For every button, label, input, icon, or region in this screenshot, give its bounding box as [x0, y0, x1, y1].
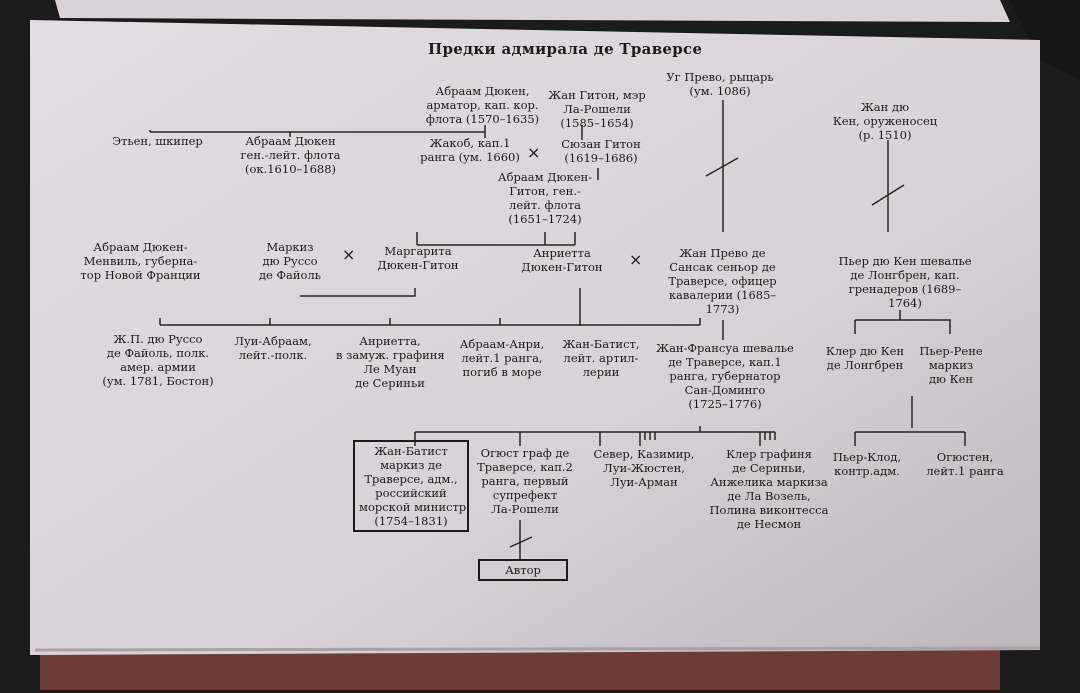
node-louis-avraam: Луи-Абраам,лейт.-полк. [234, 334, 312, 362]
marriage-mark: × [342, 245, 356, 264]
marriage-mark: × [527, 143, 541, 162]
chart-title: Предки адмирала де Траверсе [428, 40, 703, 58]
node-sever: Север, Казимир,Луи-Жюстен,Луи-Арман [593, 447, 695, 489]
marriage-mark: × [629, 250, 643, 269]
node-avraam-henri: Абраам-Анри,лейт.1 ранга,погиб в море [459, 337, 545, 379]
node-etienne: Этьен, шкипер [112, 134, 203, 148]
node-author: Автор [478, 559, 568, 581]
node-avraam-menville: Абраам Дюкен-Менвиль, губерна-тор Новой … [80, 240, 201, 282]
node-pierre-claude: Пьер-Клод,контр.адм. [832, 450, 902, 478]
node-avraam-sr: Абраам Дюкен,арматор, кап. кор.флота (15… [425, 84, 540, 126]
node-suzanne: Сюзан Гитон(1619–1686) [561, 137, 641, 165]
node-hugues-prevot: Уг Прево, рыцарь(ум. 1086) [666, 70, 774, 98]
node-avraam-guiton: Абраам Дюкен-Гитон, ген.-лейт. флота(165… [497, 170, 593, 226]
node-jean-baptiste-1: Жан-Батист,лейт. артил-лерии [562, 337, 640, 379]
node-auguste-2: Огюстен,лейт.1 ранга [926, 450, 1004, 478]
